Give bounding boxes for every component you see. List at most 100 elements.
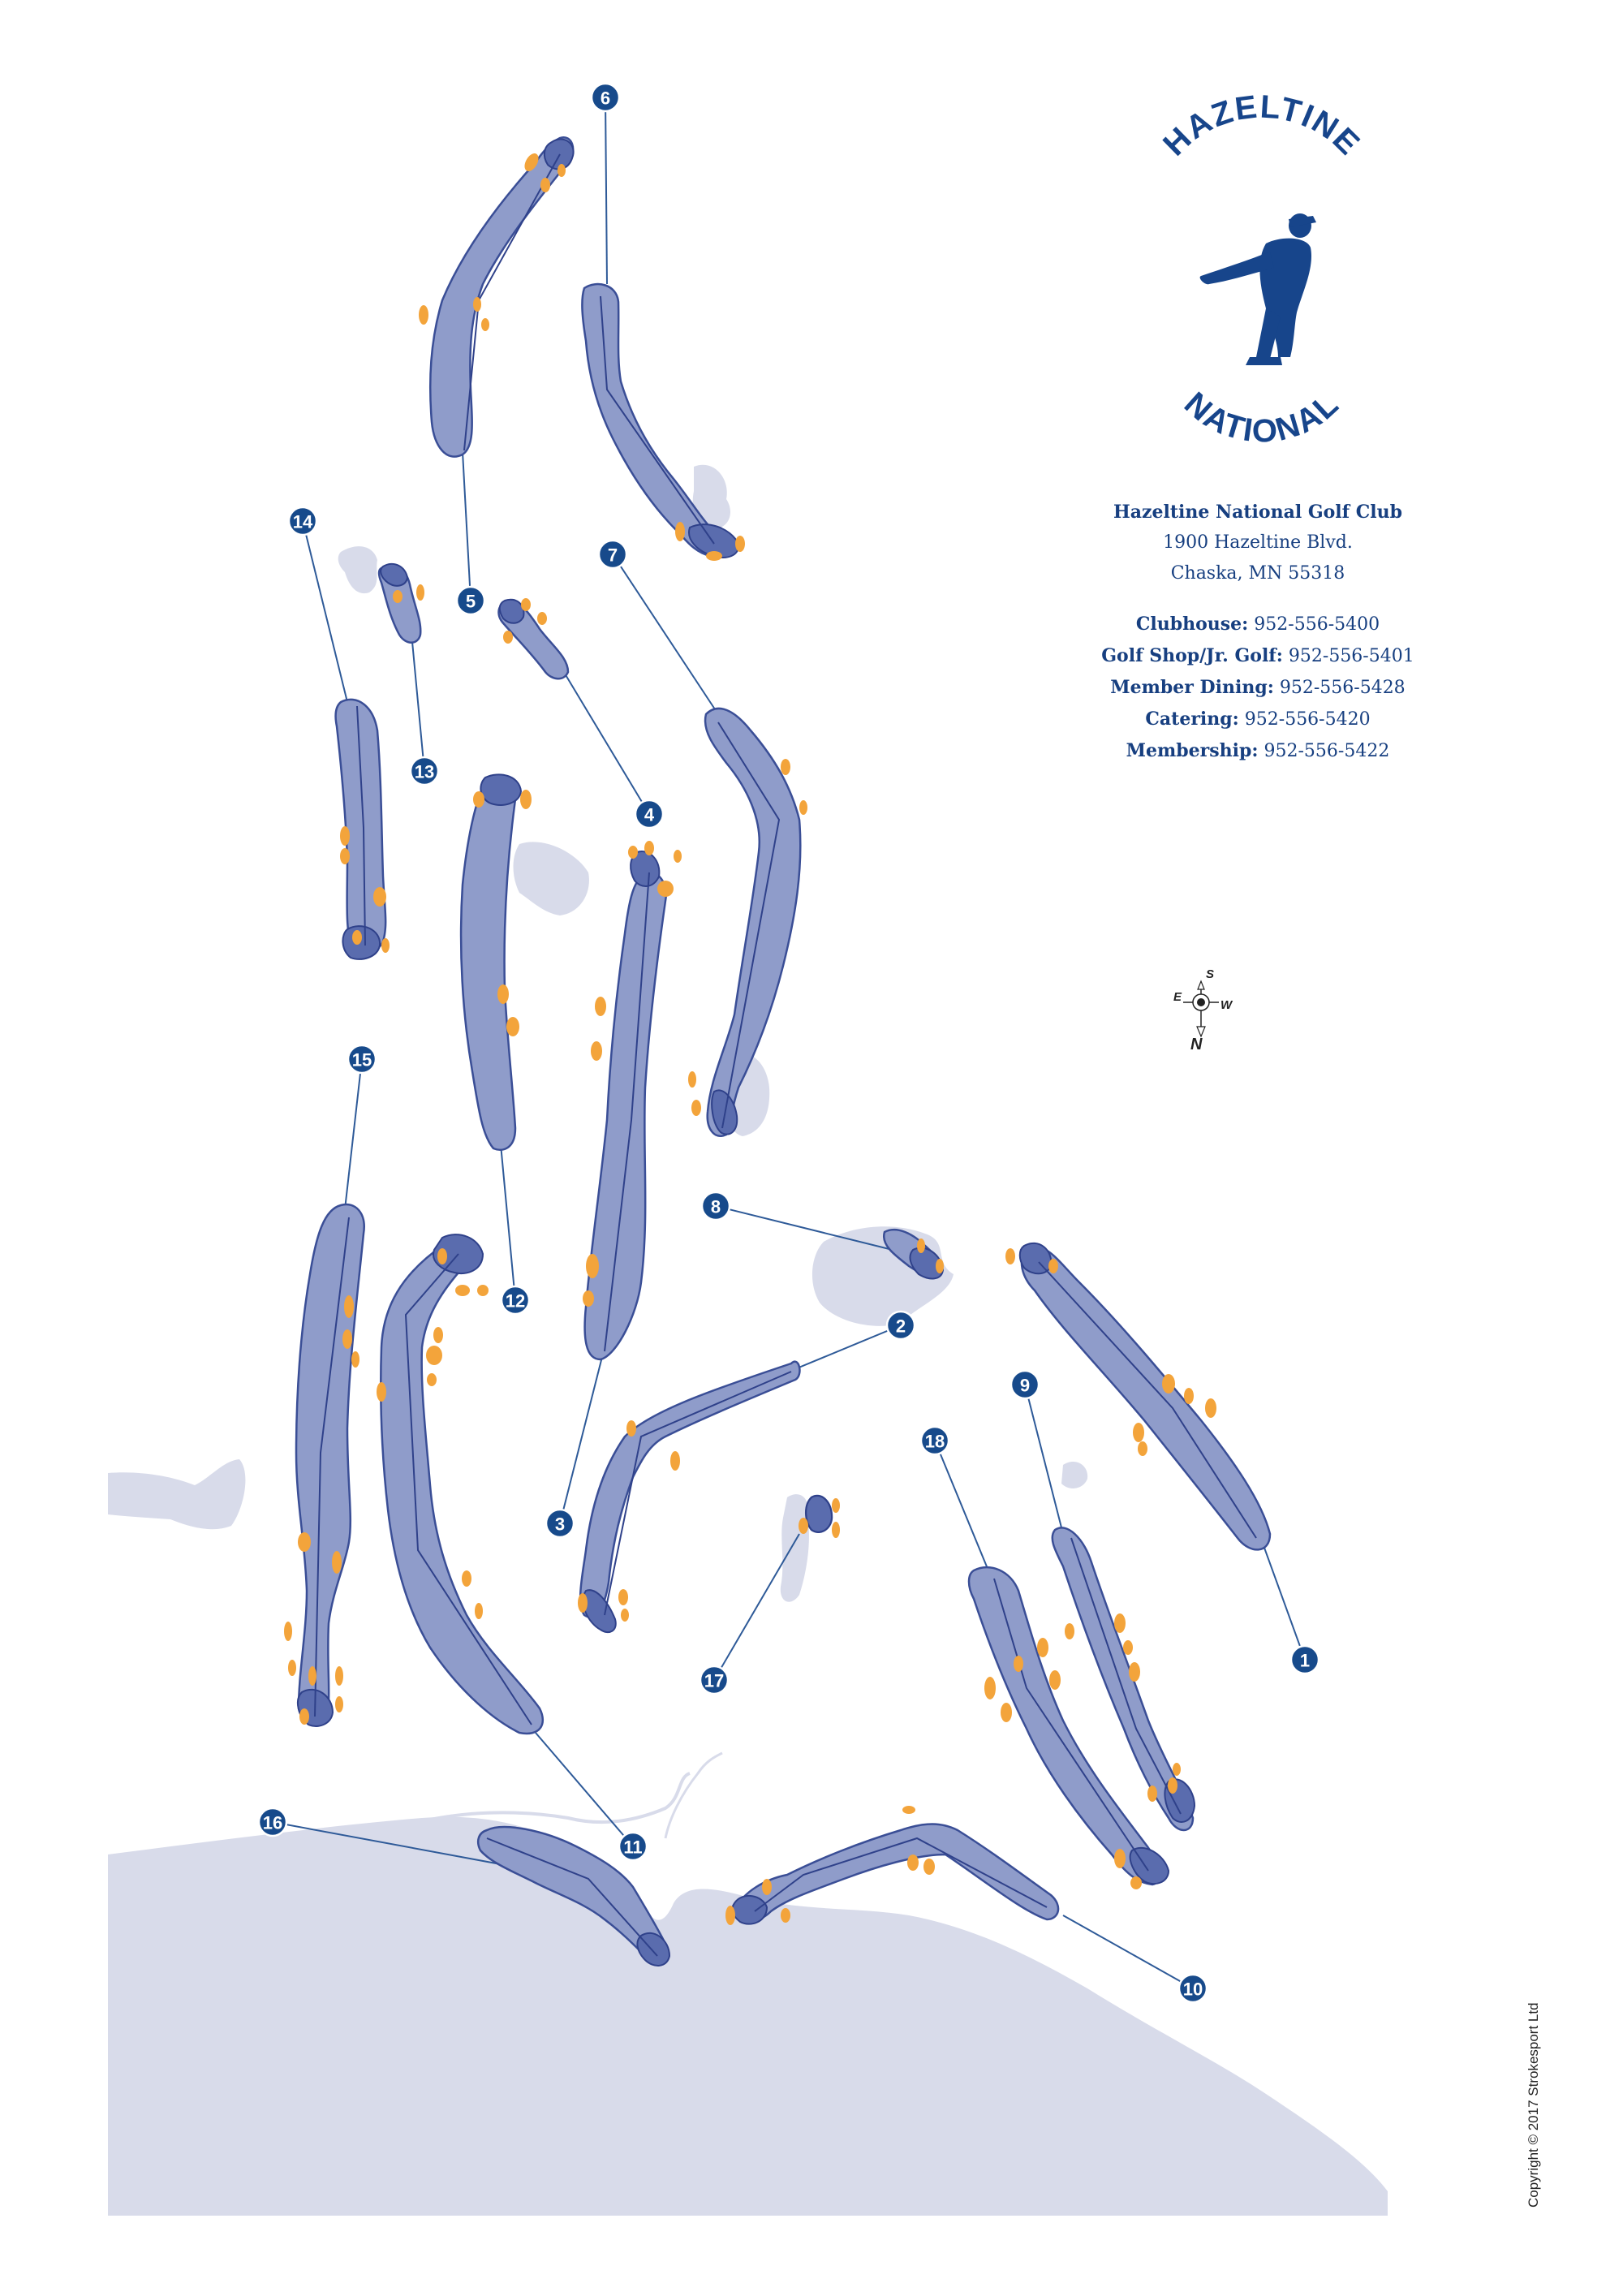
club-name: Hazeltine National Golf Club [1113, 502, 1403, 523]
green-3 [630, 851, 661, 887]
hole-marker-1[interactable]: 1 [1289, 1644, 1320, 1675]
hole-marker-16[interactable]: 16 [257, 1807, 288, 1837]
green-8 [909, 1247, 945, 1280]
contact-phone[interactable]: 952-556-5420 [1244, 709, 1371, 730]
pond-9 [1061, 1462, 1088, 1488]
hole-number-8: 8 [711, 1197, 721, 1217]
hole-number-15: 15 [352, 1050, 372, 1070]
leader-10 [1062, 1915, 1194, 1989]
fairways [295, 136, 1272, 1966]
leader-6 [605, 97, 608, 285]
hole-marker-3[interactable]: 3 [545, 1508, 575, 1539]
hole-number-5: 5 [466, 592, 476, 612]
hole-number-3: 3 [555, 1514, 565, 1535]
contact-phone[interactable]: 952-556-5428 [1279, 678, 1406, 698]
fairway-9 [1051, 1527, 1195, 1832]
leader-3 [559, 1346, 605, 1524]
pond-4 [513, 842, 589, 915]
golfer-silhouette [1199, 213, 1316, 365]
hole-number-18: 18 [925, 1432, 945, 1452]
hole-marker-15[interactable]: 15 [347, 1044, 377, 1075]
hole-marker-14[interactable]: 14 [287, 506, 318, 536]
green-5 [543, 138, 575, 170]
contact-label: Membership: [1126, 740, 1259, 761]
compass-e: E [1173, 990, 1182, 1004]
green-2 [582, 1589, 617, 1634]
fairway-10 [733, 1823, 1060, 1923]
leader-18 [934, 1440, 991, 1575]
hole-number-13: 13 [415, 762, 434, 782]
green-17 [805, 1495, 833, 1533]
fairway-3 [583, 871, 668, 1361]
leader-17 [713, 1533, 800, 1681]
hole-marker-2[interactable]: 2 [885, 1310, 916, 1341]
hole-number-14: 14 [293, 512, 313, 532]
club-address-line2: Chaska, MN 55318 [1170, 563, 1345, 584]
hole-marker-18[interactable]: 18 [919, 1425, 950, 1456]
hole-marker-11[interactable]: 11 [618, 1831, 648, 1862]
fairway-1 [1020, 1246, 1272, 1551]
hole-number-12: 12 [506, 1291, 525, 1312]
water-features [108, 464, 1388, 2216]
contact-member-dining: Member Dining: 952-556-5428 [1039, 672, 1477, 704]
copyright-notice: Copyright © 2017 Strokesport Ltd [1526, 2002, 1541, 2208]
hole-marker-13[interactable]: 13 [409, 756, 440, 786]
green-10 [731, 1895, 768, 1925]
hole-number-16: 16 [263, 1813, 282, 1833]
logo-top-text: HAZELTINE [1156, 89, 1367, 163]
hole-marker-17[interactable]: 17 [699, 1665, 730, 1695]
contact-phone[interactable]: 952-556-5422 [1264, 741, 1390, 761]
hole-number-6: 6 [601, 88, 610, 109]
fairway-12 [459, 777, 517, 1151]
leader-16 [272, 1821, 536, 1872]
hole-number-7: 7 [608, 545, 618, 566]
hole-marker-4[interactable]: 4 [634, 799, 665, 829]
hole-marker-12[interactable]: 12 [500, 1285, 531, 1316]
fairway-5 [428, 136, 575, 458]
green-4 [498, 598, 525, 624]
leader-4 [559, 665, 650, 815]
pond-6 [692, 464, 730, 529]
leader-8 [715, 1205, 910, 1255]
leader-13 [411, 632, 425, 772]
logo-bottom-text: NATIONAL [1177, 386, 1346, 450]
compass-s: S [1206, 967, 1214, 981]
contact-phone[interactable]: 952-556-5400 [1254, 614, 1380, 635]
leader-1 [1257, 1529, 1306, 1661]
green-6 [688, 523, 740, 558]
leader-9 [1024, 1384, 1064, 1535]
green-13 [380, 562, 409, 587]
leader-7 [612, 554, 719, 715]
leader-11 [535, 1732, 634, 1847]
contact-label: Golf Shop/Jr. Golf: [1101, 645, 1283, 666]
leader-12 [500, 1144, 516, 1301]
hole-marker-5[interactable]: 5 [455, 585, 486, 616]
contact-phone[interactable]: 952-556-5401 [1288, 646, 1414, 666]
stream-branch [664, 1751, 723, 1839]
contact-label: Member Dining: [1110, 677, 1274, 698]
hole-marker-9[interactable]: 9 [1010, 1369, 1040, 1400]
green-16 [636, 1932, 671, 1966]
lake-bottom [108, 1816, 1388, 2216]
bunkers [284, 153, 1216, 1925]
fairway-11 [380, 1243, 545, 1735]
pond-west [108, 1459, 246, 1530]
hole-marker-7[interactable]: 7 [597, 539, 628, 570]
leader-15 [344, 1058, 363, 1210]
hole-marker-10[interactable]: 10 [1177, 1973, 1208, 2004]
compass-rose: S W E N [1173, 967, 1233, 1053]
compass-n: N [1190, 1036, 1203, 1053]
green-12 [480, 773, 523, 806]
contact-label: Catering: [1145, 709, 1239, 730]
leader-14 [302, 520, 348, 703]
hole-markers: 1 2 3 4 5 6 7 8 9 10 11 12 13 14 15 16 1… [257, 82, 1320, 2004]
hole-marker-8[interactable]: 8 [700, 1191, 731, 1221]
contact-clubhouse: Clubhouse: 952-556-5400 [1039, 609, 1477, 640]
hole-marker-6[interactable]: 6 [590, 82, 621, 113]
club-info: Hazeltine National Golf Club 1900 Hazelt… [1039, 497, 1477, 767]
fairway-15 [295, 1203, 365, 1726]
hole-number-1: 1 [1300, 1651, 1310, 1671]
hole-number-2: 2 [896, 1316, 906, 1337]
hole-number-10: 10 [1183, 1979, 1203, 2000]
